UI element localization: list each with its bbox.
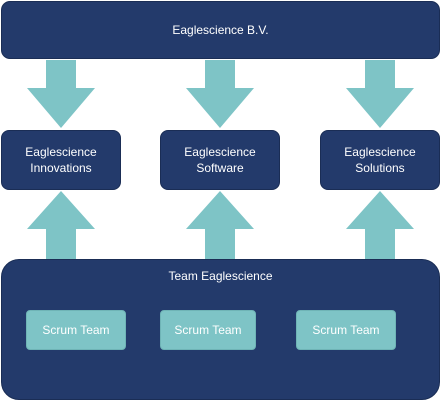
scrum-team-box: Scrum Team bbox=[296, 310, 396, 350]
division-box-solutions: Eaglescience Solutions bbox=[320, 130, 440, 190]
scrum-team-box: Scrum Team bbox=[26, 310, 126, 350]
arrow-down-solutions bbox=[346, 60, 414, 128]
division-label-line2: Innovations bbox=[30, 161, 92, 175]
division-box-innovations: Eaglescience Innovations bbox=[1, 130, 121, 190]
division-label-line1: Eaglescience bbox=[25, 145, 97, 159]
scrum-team-box: Scrum Team bbox=[160, 310, 256, 350]
scrum-team-label: Scrum Team bbox=[42, 323, 110, 337]
arrow-up-innovations bbox=[27, 191, 95, 259]
company-label: Eaglescience B.V. bbox=[172, 23, 269, 37]
team-title: Team Eaglescience bbox=[168, 269, 273, 283]
company-box: Eaglescience B.V. bbox=[1, 1, 440, 59]
arrow-up-solutions bbox=[346, 191, 414, 259]
scrum-team-label: Scrum Team bbox=[174, 323, 242, 337]
arrow-down-software bbox=[186, 60, 254, 128]
arrow-down-innovations bbox=[27, 60, 95, 128]
division-label-line1: Eaglescience bbox=[344, 145, 416, 159]
arrow-up-software bbox=[186, 191, 254, 259]
division-label-line2: Solutions bbox=[355, 161, 405, 175]
division-box-software: Eaglescience Software bbox=[160, 130, 280, 190]
division-label-line1: Eaglescience bbox=[184, 145, 256, 159]
division-label-line2: Software bbox=[196, 161, 244, 175]
scrum-team-label: Scrum Team bbox=[312, 323, 380, 337]
